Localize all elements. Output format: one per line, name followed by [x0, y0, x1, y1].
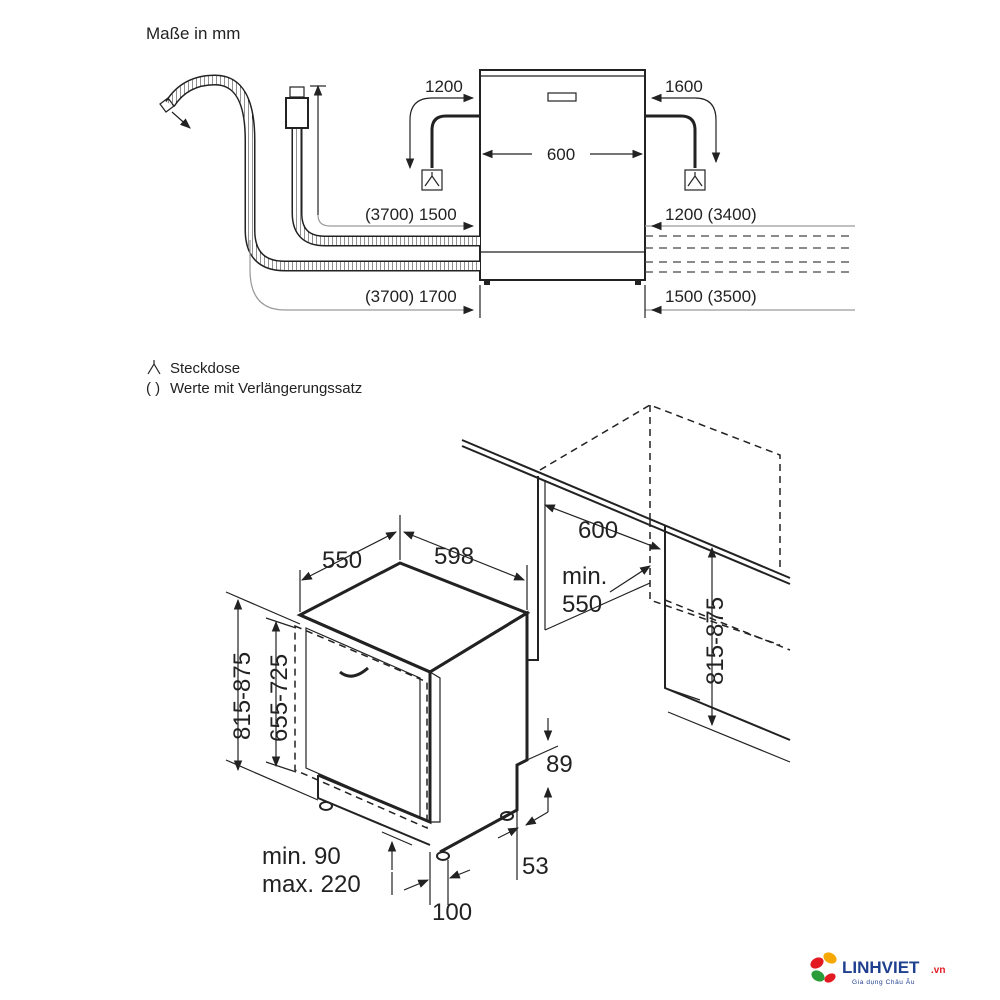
hose-left-lower-label: (3700) 1700: [365, 287, 457, 306]
hose-left-upper-label: (3700) 1500: [365, 205, 457, 224]
dishwasher-fill: [295, 563, 527, 852]
socket-left-icon: [421, 169, 443, 191]
control-display: [547, 92, 577, 102]
door-inner: [305, 627, 421, 819]
socket-legend-icon: [147, 360, 161, 375]
door-edge: [429, 671, 441, 823]
legend-paren-symbol: ( ): [146, 380, 160, 397]
width-dim: [402, 531, 526, 581]
depth-dim: [301, 531, 397, 581]
niche-depth-value: 550: [562, 591, 602, 618]
drain-direction-arrow: [171, 111, 191, 129]
socket-right-icon: [684, 169, 706, 191]
cable-right-dim: [650, 93, 721, 164]
inlet-hose: [293, 128, 480, 245]
cable-left-label: 1200: [425, 77, 463, 96]
plinth-53-dim-right: [497, 827, 519, 839]
top-view: 600 1200 1600 (3700) 1500 (3700) 1700: [159, 69, 855, 318]
height-label: 815-875: [229, 652, 256, 740]
foot-height-ext: [381, 831, 413, 846]
hose-right-upper-label: 1200 (3400): [665, 205, 757, 224]
legend-paren-label: Werte mit Verlängerungssatz: [170, 380, 362, 397]
door-panel-dashed: [294, 624, 428, 830]
water-tap-icon: [285, 97, 309, 129]
plinth-53-dim-left: [525, 811, 549, 826]
niche-back-right: [664, 599, 791, 651]
tap-connector-icon: [289, 86, 305, 98]
cable-right-label: 1600: [665, 77, 703, 96]
upper-cabinet-outline: [539, 404, 781, 570]
brand-logo: LINHVIET .vn Gia dụng Châu Âu: [810, 952, 945, 986]
plinth-89-ext: [526, 745, 559, 761]
niche-height-label: 815-875: [702, 597, 729, 685]
worktop-front-edge-2: [461, 445, 791, 585]
hose-left-lower-dim: [249, 240, 475, 315]
plinth-front: [317, 775, 431, 846]
foot-offset-dim-left: [403, 879, 429, 891]
foot-front-right: [436, 851, 450, 861]
right-plinth-line: [667, 711, 791, 763]
socket-right-symbol: [687, 172, 703, 187]
height-ext-bottom: [225, 759, 319, 801]
drain-hose: [166, 75, 480, 270]
dishwasher-front: [299, 613, 432, 825]
depth-label: 550: [322, 547, 362, 574]
plinth-100-label: 100: [432, 899, 472, 926]
door-height-ext-top: [265, 617, 297, 629]
niche-width-label: 600: [578, 517, 618, 544]
foot-offset-dim-right: [448, 869, 471, 879]
logo-flower-icon: [810, 952, 837, 983]
socket-left-symbol: [424, 172, 440, 187]
left-cabinet-side: [528, 476, 539, 661]
hose-right-lower-label: 1500 (3500): [665, 287, 757, 306]
niche-width-dim: [543, 504, 662, 550]
foot-right: [635, 280, 641, 285]
logo-tagline: Gia dụng Châu Âu: [852, 977, 915, 986]
drain-hose-end: [159, 97, 175, 113]
niche-depth-dim: [609, 565, 651, 593]
right-cabinet-floor: [664, 687, 701, 701]
iso-width-label: 598: [434, 543, 474, 570]
height-ext-top: [225, 591, 301, 625]
power-cable-right: [645, 114, 697, 168]
logo-name: LINHVIET: [842, 958, 920, 977]
door-height-label: 655-725: [266, 654, 293, 742]
iso-view: 600 min. 550 815-875 550 598: [225, 404, 791, 926]
niche-depth-min-label: min.: [562, 563, 607, 590]
logo-tld: .vn: [931, 965, 945, 976]
foot-left: [484, 280, 490, 285]
dishwasher-side: [429, 610, 529, 854]
power-cable-left: [430, 114, 480, 168]
legend: Steckdose ( ) Werte mit Verlängerungssat…: [146, 360, 362, 397]
worktop-front-edge: [461, 439, 791, 579]
plinth-max-label: max. 220: [262, 871, 361, 898]
plinth-min-label: min. 90: [262, 843, 341, 870]
foot-back-right: [500, 811, 514, 821]
inlet-hose-outline: [291, 128, 480, 247]
niche-floor-left: [544, 582, 651, 631]
plinth-89-label: 89: [546, 751, 573, 778]
units-label: Maße in mm: [146, 24, 240, 43]
appliance-top-outline: [479, 69, 646, 281]
hose-left-upper-dim: [317, 214, 475, 231]
legend-socket-label: Steckdose: [170, 360, 240, 377]
plinth-53-label: 53: [522, 853, 549, 880]
foot-front-left: [319, 801, 333, 811]
cable-left-dim: [405, 93, 475, 170]
door-height-ext-bottom: [265, 761, 297, 773]
width-label: 600: [547, 145, 575, 164]
door-handle: [339, 666, 369, 678]
